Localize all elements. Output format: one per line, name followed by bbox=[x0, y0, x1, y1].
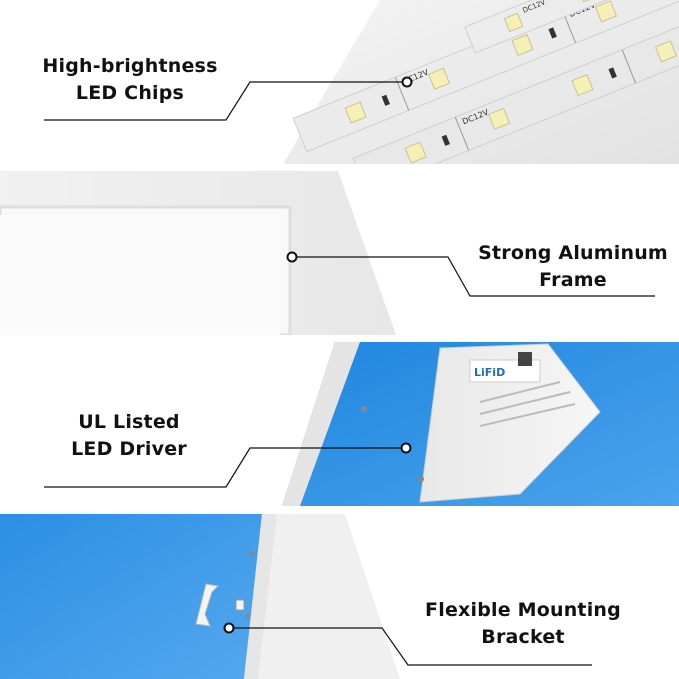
aluminum-frame-label: Strong Aluminum Frame bbox=[478, 242, 668, 291]
led-driver-label: UL Listed LED Driver bbox=[71, 411, 187, 460]
frame-photo bbox=[0, 171, 655, 335]
led-chips-panel: DC12V DC12V DC12V DC12V High-br bbox=[0, 0, 679, 164]
mounting-bracket-panel: Flexible Mounting Bracket bbox=[0, 514, 679, 679]
led-strip-photo: DC12V DC12V DC12V DC12V bbox=[44, 0, 679, 164]
mounting-bracket-label: Flexible Mounting Bracket bbox=[425, 599, 621, 648]
driver-photo: LiFiD bbox=[44, 342, 679, 506]
led-driver-panel: LiFiD UL Listed LED Driver bbox=[0, 342, 679, 506]
aluminum-frame-panel: Strong Aluminum Frame bbox=[0, 171, 679, 335]
driver-brand: LiFiD bbox=[474, 366, 505, 379]
led-chips-label: High-brightness LED Chips bbox=[42, 55, 218, 104]
bracket-photo bbox=[0, 514, 592, 679]
